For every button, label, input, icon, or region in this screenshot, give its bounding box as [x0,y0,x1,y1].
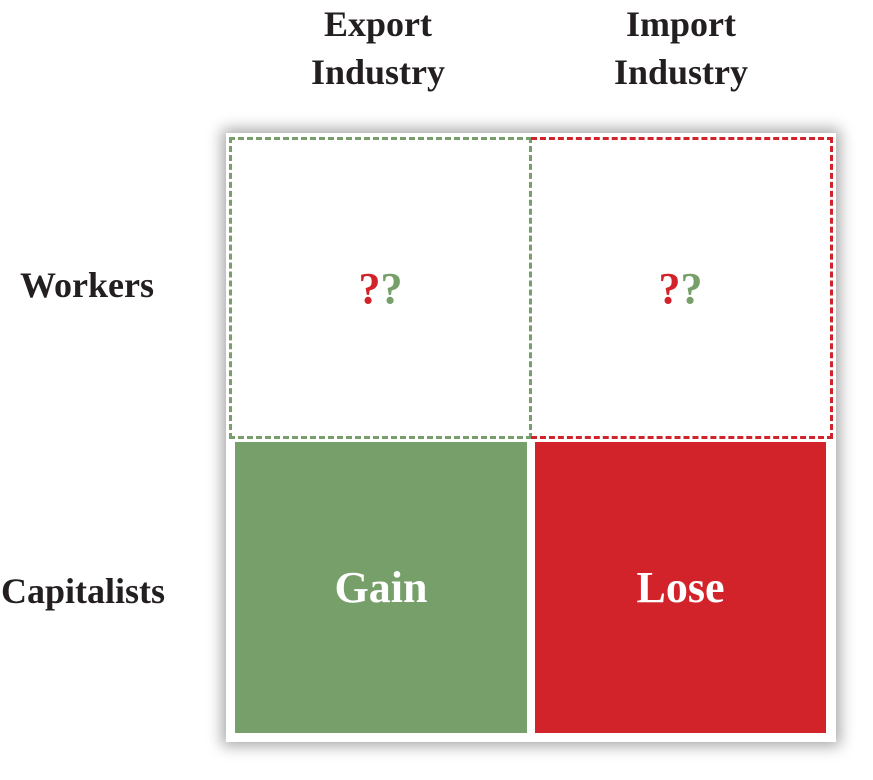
header-line: Industry [613,52,749,92]
gain-label: Gain [334,563,428,612]
row-label-capitalists: Capitalists [1,571,166,611]
lose-label: Lose [636,563,725,612]
question-mark-red: ? [358,263,381,313]
column-header-import: Import Industry [571,0,791,96]
cell-workers-export: ?? [229,137,532,439]
question-mark-green: ? [680,263,703,313]
header-line: Industry [310,52,446,92]
cell-capitalists-export: Gain [235,442,527,733]
row-label-workers: Workers [20,265,154,305]
header-line: Import [626,4,736,44]
matrix-frame: ?? ?? Gain Lose [226,133,836,742]
question-mark-red: ? [658,263,681,313]
question-mark-green: ? [380,263,403,313]
column-header-export: Export Industry [268,0,488,96]
header-line: Export [324,4,432,44]
cell-capitalists-import: Lose [535,442,826,733]
cell-workers-import: ?? [531,137,833,439]
